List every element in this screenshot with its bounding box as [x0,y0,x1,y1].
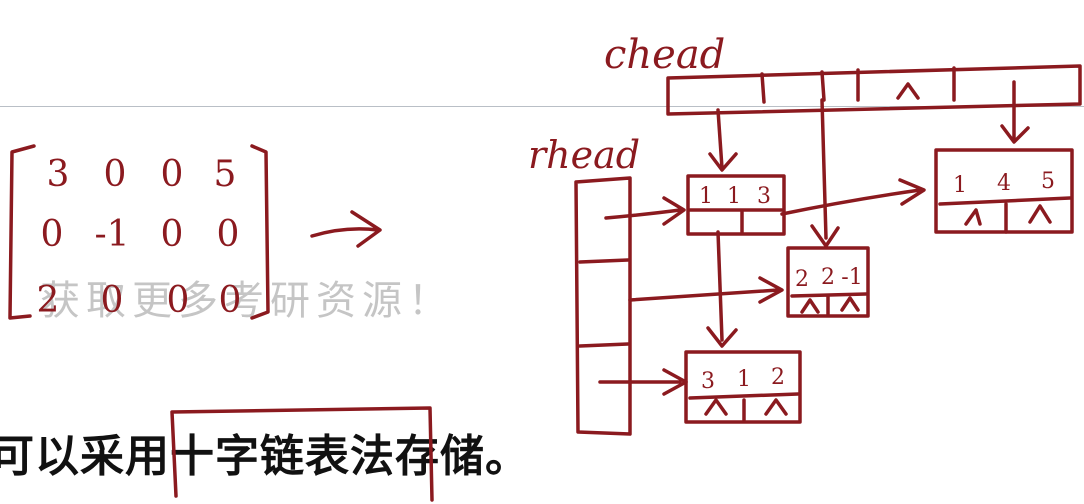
highlight-box [170,406,434,502]
node-field: 1 [699,184,713,209]
matrix-cell: 0 [161,154,184,195]
matrix-right-bracket [250,144,270,320]
node-field: 5 [1041,169,1055,194]
node-field: 3 [757,184,771,209]
node-field: 2 [795,267,809,292]
matrix-cell: 0 [217,214,240,255]
column-head-array [666,64,1082,248]
sentence-highlight: 十字链表法 [170,431,395,482]
matrix-cell: 5 [214,154,237,195]
matrix-cell: 0 [104,154,127,195]
matrix-cell: 2 [37,280,60,321]
node-3-1-2 [684,350,802,424]
sentence-before: 可以采用 [0,431,170,482]
node-field: 1 [727,184,741,209]
node-2-2-minus1 [786,246,870,318]
matrix-cell: 0 [161,214,184,255]
matrix-cell: 0 [219,280,242,321]
row-head-array [574,176,784,436]
node-field: 1 [953,173,967,198]
matrix-cell: -1 [94,214,129,255]
node-1-1-3 [686,174,926,348]
node-field: 3 [701,369,715,394]
chead-null-icon [896,82,920,100]
chead-label: chead [604,32,725,78]
matrix-cell: 0 [41,214,64,255]
matrix-arrow-icon [310,210,382,248]
matrix-cell: 3 [47,154,70,195]
node-field: 2 [821,265,835,290]
matrix-cell: 0 [101,280,124,321]
node-1-4-5 [934,148,1074,234]
node-field: 1 [737,367,751,392]
node-field: -1 [841,265,862,290]
matrix-cell: 0 [167,280,190,321]
watermark-text: 获取更多考研资源！ [40,278,454,324]
sentence-after: 存储。 [395,431,530,482]
node-field: 2 [771,365,785,390]
divider-line [0,106,1084,107]
node-field: 4 [997,171,1011,196]
rhead-label: rhead [528,133,640,177]
matrix-left-bracket [8,144,36,320]
sentence: 可以采用十字链表法存储。 [0,420,530,484]
